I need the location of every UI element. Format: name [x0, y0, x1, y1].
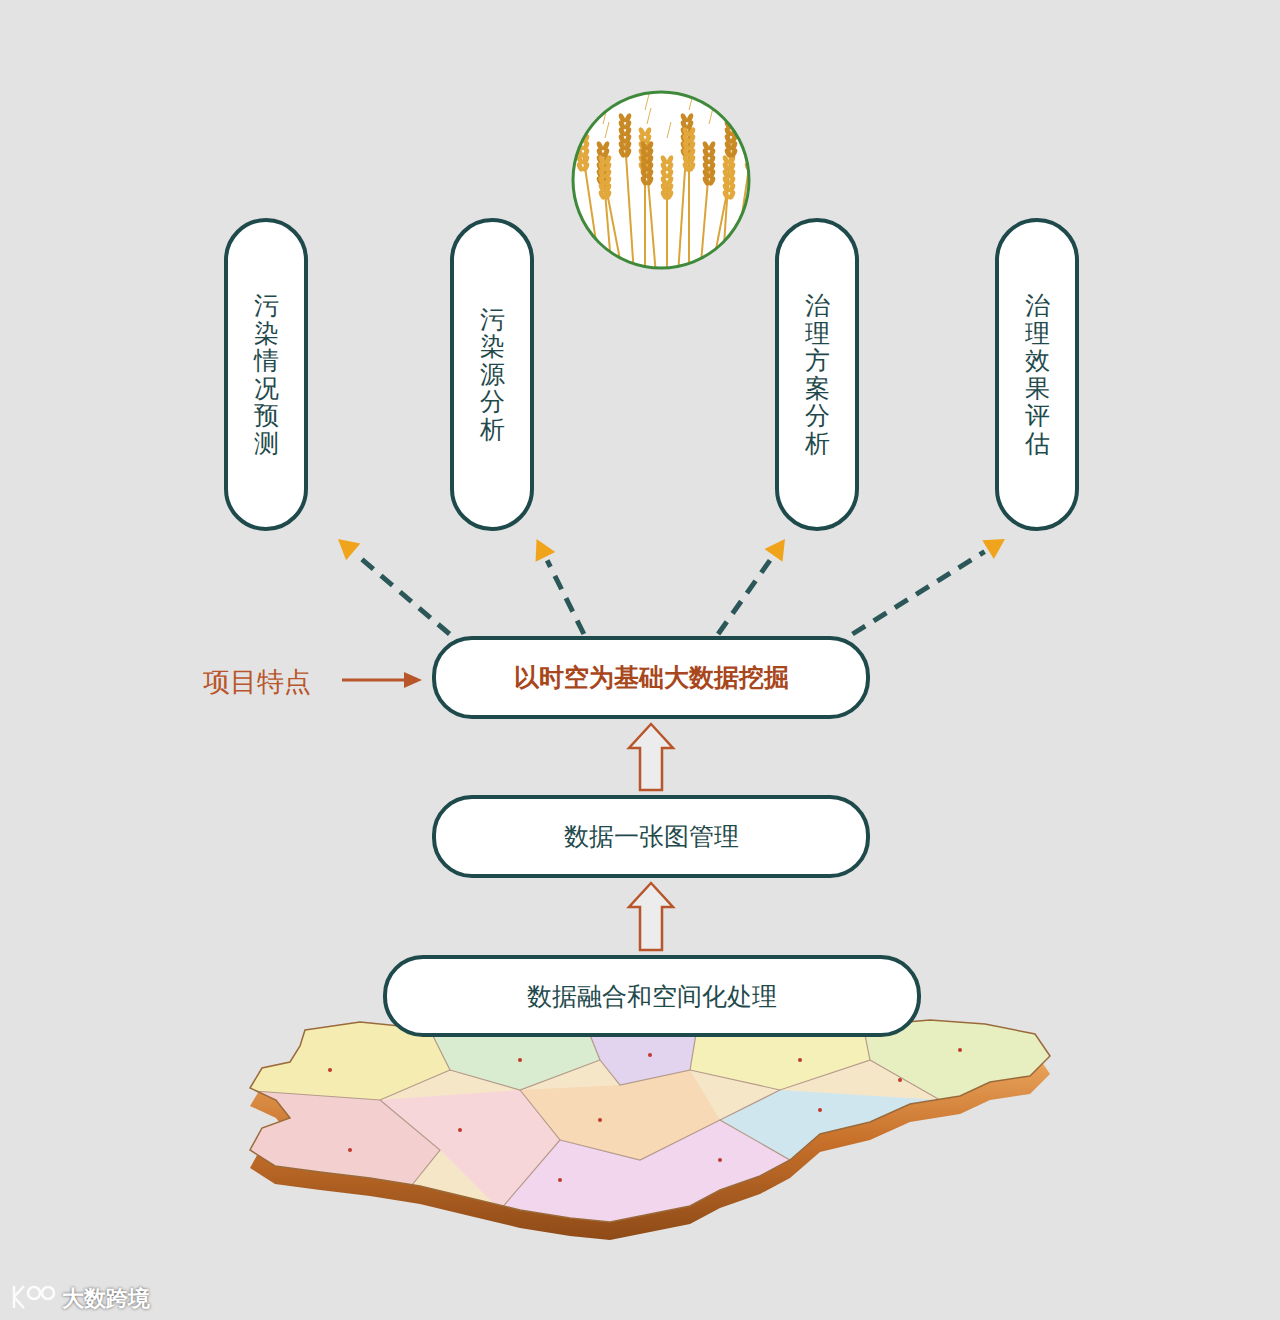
wheat-awn — [563, 80, 567, 96]
wheat-grain — [660, 189, 669, 200]
wheat-grain — [604, 189, 613, 200]
wheat-grain — [702, 175, 711, 186]
connector — [629, 724, 673, 790]
wheat-grain — [640, 175, 649, 186]
node-text: 数据一张图管理 — [564, 820, 739, 853]
wheat-grain — [750, 161, 759, 172]
wheat-grain — [618, 147, 627, 158]
wheat-grain — [562, 147, 571, 158]
wheat-grain — [744, 126, 753, 137]
wheat-awn — [731, 80, 735, 96]
wheat-awn — [647, 108, 651, 124]
pill-box: 污染源分析 — [450, 218, 534, 531]
wheat-grain — [582, 161, 591, 172]
wheat-awn — [667, 122, 671, 138]
wheat-grain — [562, 133, 571, 144]
wheat-grain — [750, 133, 759, 144]
pill-box: 治理效果评估 — [995, 218, 1079, 531]
wheat-awn — [645, 94, 649, 110]
wheat-grain — [556, 119, 565, 130]
connector — [338, 539, 450, 634]
wheat-grain — [562, 119, 571, 130]
wheat-grain — [750, 140, 759, 151]
node-text: 污染源分析 — [480, 306, 505, 444]
wheat-stalk — [625, 140, 634, 275]
node-text: 以时空为基础大数据挖掘 — [514, 661, 789, 694]
wheat-awn — [687, 80, 691, 96]
node-text: 污染情况预测 — [254, 292, 279, 457]
wheat-grain — [562, 126, 571, 137]
wheat-grain — [744, 133, 753, 144]
wheat-grain — [666, 189, 675, 200]
wheat-grain — [624, 147, 633, 158]
wheat-grain — [556, 133, 565, 144]
wheat-grain — [556, 147, 565, 158]
process-box: 以时空为基础大数据挖掘 — [432, 636, 870, 719]
wheat-grain — [750, 147, 759, 158]
wheat-grain — [750, 154, 759, 165]
arrowhead — [764, 539, 785, 562]
wheat-grain — [728, 189, 737, 200]
connector — [852, 539, 1005, 634]
connector — [718, 539, 785, 634]
wheat-grain — [556, 126, 565, 137]
node-text: 治理效果评估 — [1025, 292, 1050, 457]
wheat-grain — [708, 175, 717, 186]
arrowhead — [338, 539, 360, 560]
connector — [536, 539, 584, 634]
wheat-grain — [562, 112, 571, 123]
process-box: 数据融合和空间化处理 — [383, 955, 921, 1037]
wheat-stalk — [688, 154, 690, 275]
connector — [629, 883, 673, 950]
watermark: 大数跨境 — [62, 1284, 150, 1314]
wheat-awn — [583, 94, 587, 110]
wheat-grain — [556, 112, 565, 123]
wheat-grain — [556, 140, 565, 151]
wheat-grain — [730, 112, 739, 123]
arrowhead — [536, 539, 556, 562]
wheat-grain — [750, 126, 759, 137]
pill-box: 治理方案分析 — [775, 218, 859, 531]
callout-label: 项目特点 — [203, 664, 311, 700]
arrowhead — [982, 539, 1005, 559]
wheat-grain — [688, 161, 697, 172]
process-box: 数据一张图管理 — [432, 795, 870, 878]
pill-box: 污染情况预测 — [224, 218, 308, 531]
wheat-grain — [724, 147, 733, 158]
wheat-awn — [751, 94, 755, 110]
wheat-awn — [605, 122, 609, 138]
wheat-grain — [682, 161, 691, 172]
wheat-grain — [722, 189, 731, 200]
wheat-awn — [625, 80, 629, 96]
wheat-grain — [598, 189, 607, 200]
wheat-grain — [646, 175, 655, 186]
wheat-grain — [730, 147, 739, 158]
node-text: 治理方案分析 — [805, 292, 830, 457]
wheat-grain — [562, 140, 571, 151]
wheat-grain — [576, 161, 585, 172]
node-text: 数据融合和空间化处理 — [527, 980, 777, 1013]
